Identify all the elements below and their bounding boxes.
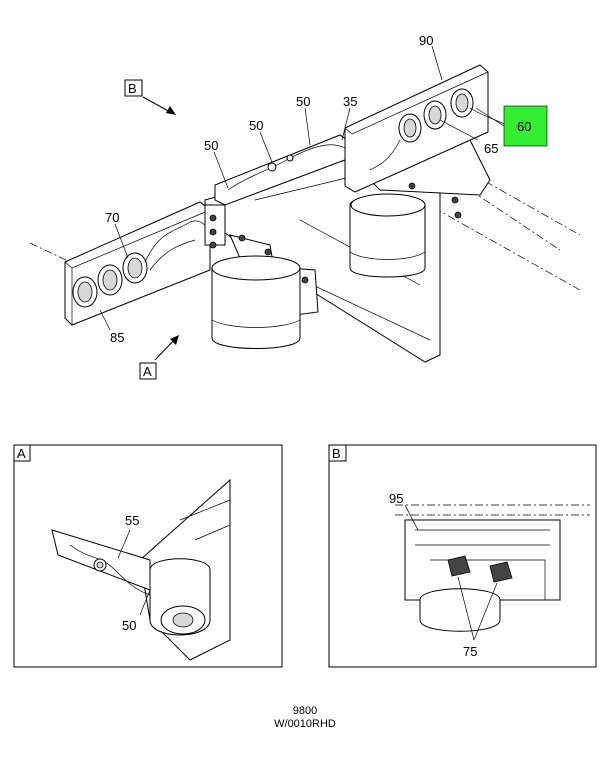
callout-50-upper: 50 — [296, 94, 310, 109]
detail-a-callout-55: 55 — [125, 513, 139, 528]
detail-a-callout-50: 50 — [122, 618, 136, 633]
callout-85: 85 — [110, 330, 124, 345]
air-spring-front — [211, 255, 301, 349]
callout-65: 65 — [484, 141, 498, 156]
left-lamp-cluster — [72, 252, 148, 308]
detail-a-tag: A — [17, 446, 26, 461]
detail-a: A — [13, 444, 283, 668]
view-b-marker: B — [128, 81, 137, 96]
right-lamp-cluster — [398, 88, 474, 143]
callout-50-left: 50 — [204, 138, 218, 153]
air-spring-rear — [349, 193, 426, 278]
detail-b: B — [328, 444, 597, 668]
callout-90: 90 — [419, 33, 433, 48]
callout-35: 35 — [343, 94, 357, 109]
view-a-marker: A — [143, 364, 152, 379]
figure-number: 9800 — [292, 705, 318, 717]
callout-60-highlight — [503, 105, 548, 147]
detail-b-tag: B — [332, 446, 341, 461]
figure-code: W/0010RHD — [274, 718, 336, 730]
main-assembly — [29, 45, 581, 363]
detail-b-callout-75: 75 — [463, 644, 477, 659]
callout-60: 60 — [517, 119, 531, 134]
callout-70: 70 — [105, 210, 119, 225]
callout-50-mid: 50 — [249, 118, 263, 133]
detail-b-callout-95: 95 — [389, 491, 403, 506]
